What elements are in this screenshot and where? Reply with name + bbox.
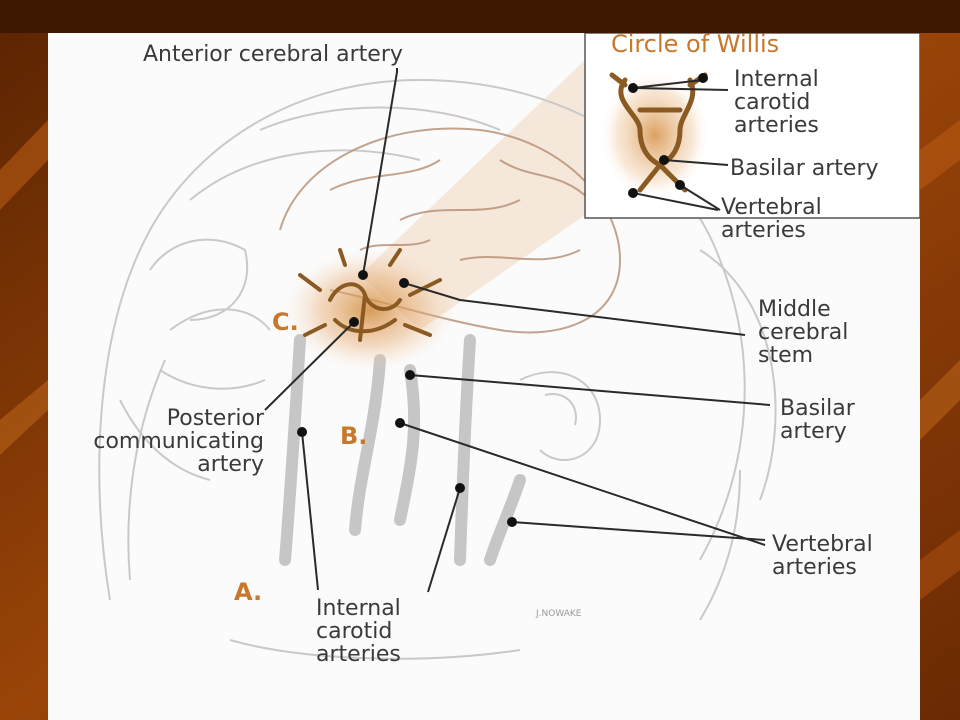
label-basilar-artery: Basilar artery (780, 396, 855, 444)
diagram-panel: Anterior cerebral artery Circle of Willi… (48, 33, 920, 720)
letter-a: A. (234, 578, 263, 606)
letter-c: C. (272, 308, 299, 336)
leader-lines (264, 68, 771, 593)
label-posterior-communicating-artery: Posterior communicating artery (93, 406, 264, 477)
label-internal-carotid-arteries: Internal carotid arteries (316, 596, 401, 667)
inset-glow (600, 70, 710, 200)
leader-dots (297, 73, 708, 527)
artist-signature: J.NOWAKE (536, 609, 582, 619)
circle-of-willis-glow (285, 250, 455, 370)
letter-b: B. (340, 422, 368, 450)
head-outline (98, 78, 777, 660)
label-vertebral-arteries: Vertebral arteries (772, 532, 873, 580)
inset-label-basilar-artery: Basilar artery (730, 156, 879, 181)
neck-arteries (279, 334, 526, 566)
brain (279, 127, 622, 334)
head-illustration (98, 33, 920, 660)
label-middle-cerebral-stem: Middle cerebral stem (758, 297, 849, 368)
label-anterior-cerebral-artery: Anterior cerebral artery (143, 42, 403, 67)
inset-title: Circle of Willis (611, 33, 780, 58)
circle-of-willis-vessels (298, 248, 442, 342)
inset-label-internal-carotid: Internal carotid arteries (734, 67, 819, 138)
inset-label-vertebral-arteries: Vertebral arteries (721, 195, 822, 243)
